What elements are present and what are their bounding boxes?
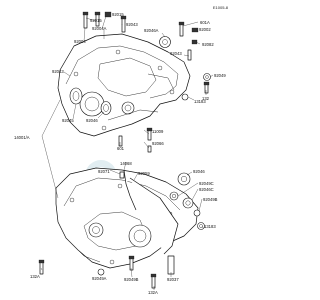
shift-shaft-14068 (123, 169, 137, 211)
washer-92049b (193, 209, 201, 217)
label-92045: 92045 (62, 118, 74, 123)
nut-92015a (104, 11, 112, 18)
label-92066: 92066 (152, 141, 164, 146)
bolt-92015 (94, 11, 101, 27)
parts-diagram-stage: E1005-8 92015 92015 92043 92004A 92004 9… (14, 5, 229, 295)
plug-92002 (191, 27, 199, 33)
label-14068: 14068 (120, 161, 132, 166)
label-92071: 92071 (98, 169, 110, 174)
hose-92059 (129, 177, 179, 255)
label-13183: 13183 (194, 99, 206, 104)
label-92049a: 92049A (92, 276, 107, 281)
bolt-132a (38, 259, 45, 275)
part-labels: E1005-8 92015 92015 92043 92004A 92004 9… (14, 5, 229, 295)
seal-13183 (181, 93, 189, 101)
label-92043: 92043 (126, 22, 138, 27)
label-601a: 601A (200, 20, 210, 25)
label-92002: 92002 (199, 27, 211, 32)
bolt-132 (203, 81, 210, 94)
bracket-92037 (167, 255, 175, 275)
bearing-92046c (182, 197, 194, 209)
label-92043-b: 92043 (170, 51, 182, 56)
upper-bearing-92046 (100, 101, 112, 115)
label-11009: 11009 (152, 129, 164, 134)
label-92049b-lower: 92049B (124, 277, 139, 282)
bolt-92049d (128, 255, 135, 271)
leader-lines (40, 15, 214, 290)
plug-92082 (191, 39, 198, 45)
dowel-pin-92004 (82, 11, 89, 29)
label-92049b: 92049B (203, 197, 218, 202)
reference-code: E1005-8 (213, 5, 229, 10)
upper-bearing-92045 (69, 87, 83, 105)
bolt-132a2 (150, 273, 157, 289)
label-92046a: 92046A (144, 28, 159, 33)
bearing-92046a (159, 36, 171, 48)
label-92049c: 92049C (199, 181, 214, 186)
label-92015: 92015 (90, 18, 102, 23)
upper-crankcase-half (57, 33, 191, 137)
bearing-92046b (177, 172, 191, 186)
label-92043-c: 92043 (52, 69, 64, 74)
stud-601a (178, 21, 185, 37)
label-92004a: 92004A (92, 26, 107, 31)
washer-92049a (97, 268, 105, 276)
bearing-92049c (169, 191, 179, 201)
crankcase-exploded-diagram: E1005-8 92015 92015 92043 92004A 92004 9… (14, 5, 229, 295)
bolt-92043b (187, 49, 192, 61)
label-92004: 92004 (74, 39, 86, 44)
label-92015-b: 92015 (112, 12, 124, 17)
label-92082: 92082 (202, 42, 214, 47)
plug-92066 (147, 145, 152, 153)
label-132: 132 (202, 96, 210, 101)
label-132a-lower: 132A (148, 290, 158, 295)
label-92046: 92046 (86, 118, 98, 123)
label-13183-b: 13183 (204, 224, 216, 229)
label-92037: 92037 (167, 277, 179, 282)
label-92046-b: 92046 (193, 169, 205, 174)
cover-92071 (119, 171, 125, 179)
dowel-601 (118, 135, 123, 147)
label-92059: 92059 (138, 171, 150, 176)
label-92046c: 92046C (199, 187, 214, 192)
bolt-11009 (146, 127, 153, 141)
label-14001a: 14001/A (14, 135, 30, 140)
washer-92049 (203, 73, 211, 81)
label-92049: 92049 (214, 73, 226, 78)
label-601: 601 (117, 146, 125, 151)
label-132a: 132A (30, 274, 40, 279)
